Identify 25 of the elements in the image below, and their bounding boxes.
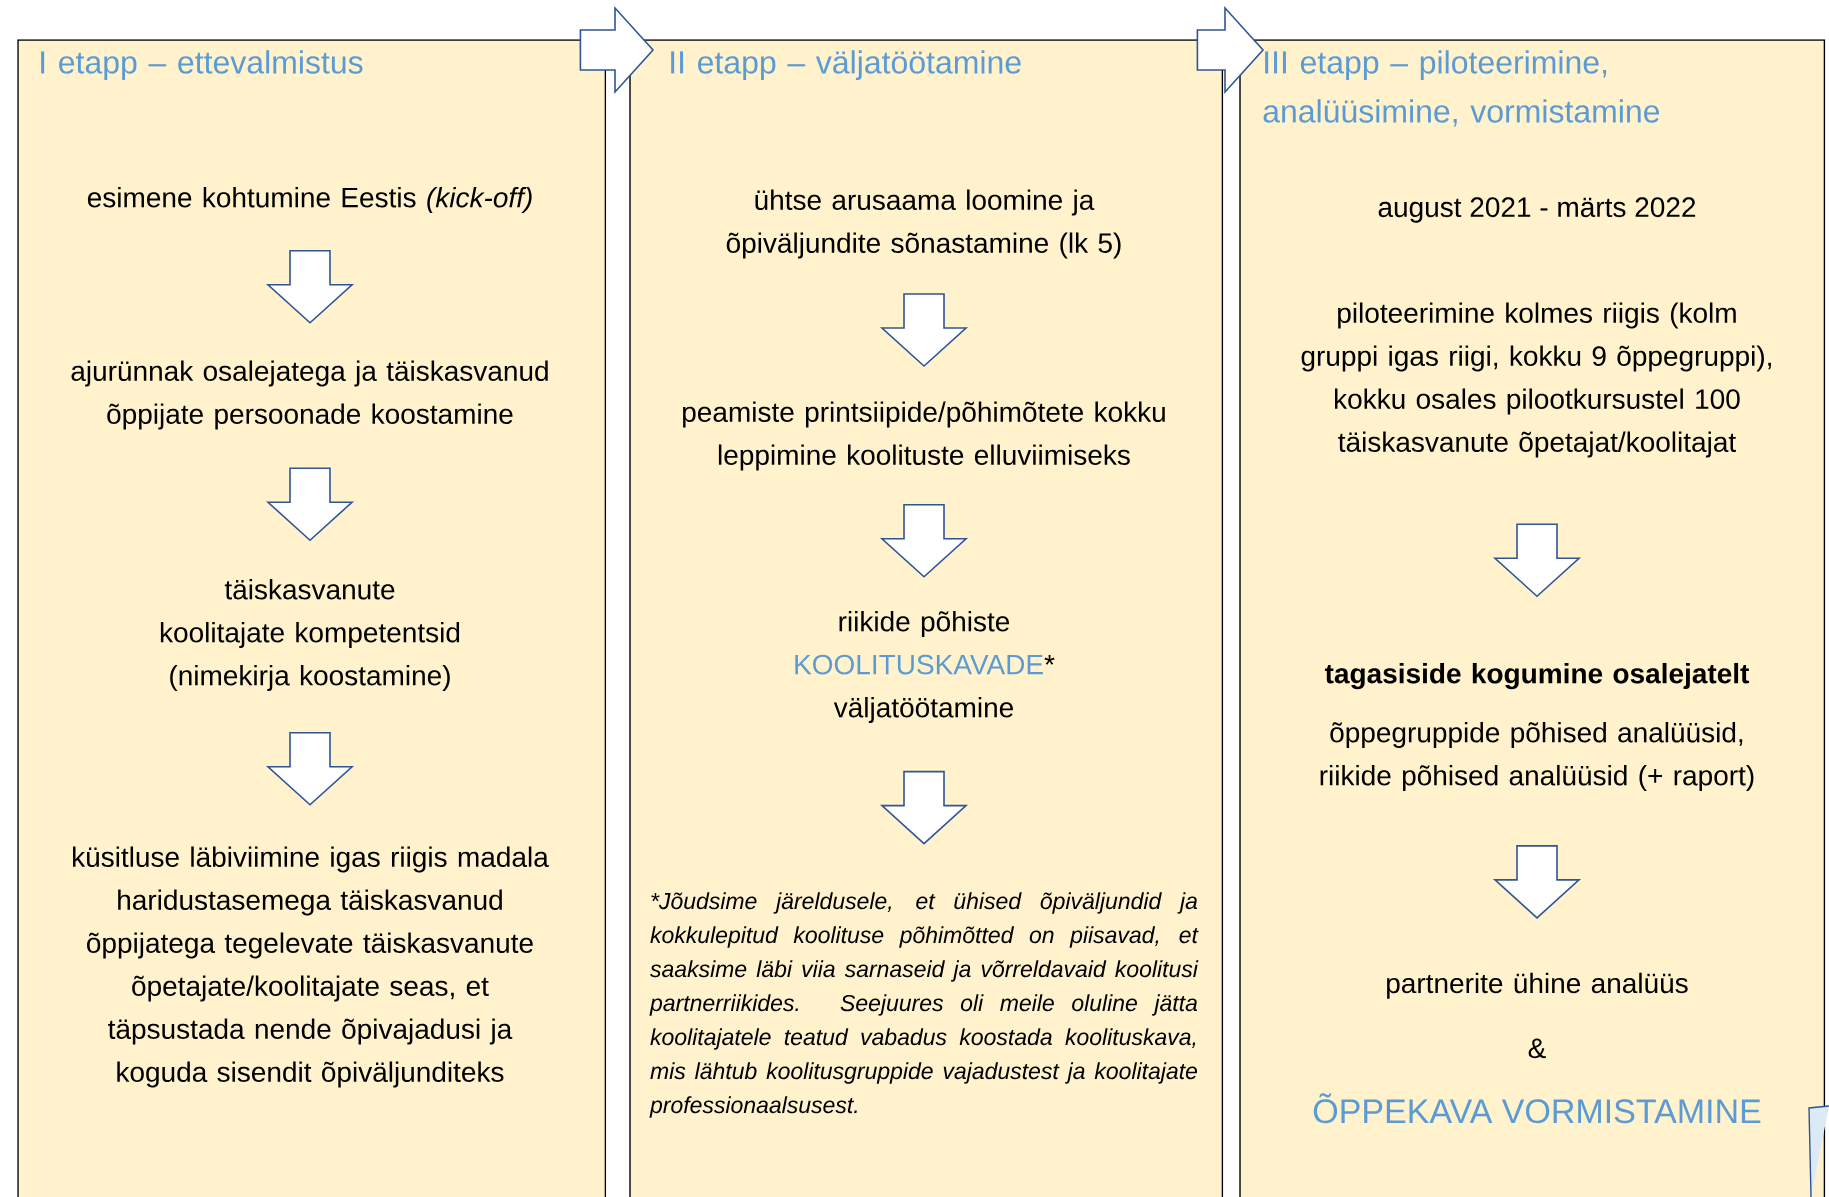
step-text: ajurünnak osalejatega ja täiskasvanud õppijate persoonade koostamine [71, 360, 548, 430]
block-arrow [265, 731, 355, 806]
panel-heading: III etapp – piloteerimine, analüüsimine, vormistamine [1263, 50, 1660, 127]
block-arrow [879, 293, 969, 368]
step-text: partnerite ühine analüüs & ÕPPEKAVA VORMISTAMINE [1313, 972, 1761, 1124]
step-text: peamiste printsiipide/põhimõtete kokku leppimine koolituste elluviimiseks [683, 401, 1165, 471]
step-text: piloteerimine kolmes riigis (kolm gruppi igas riigi, kokku 9 õppegruppi), kokku osales pilootkursustel 100 täiskasvanute õpetajat/koolitajat [1301, 302, 1771, 458]
step-text: tagasiside kogumine osalejatelt õppegruppide põhised analüüsid, riikide põhised analüüsid (+ raport) [1320, 662, 1754, 792]
block-arrow [579, 5, 655, 95]
block-arrow [265, 467, 355, 542]
block-arrow [879, 503, 969, 578]
step-text: ühtse arusaama loomine ja õpiväljundite sõnastamine (lk 5) [726, 189, 1121, 259]
block-arrow [265, 249, 355, 324]
panel-heading: II etapp – väljatöötamine [671, 50, 1021, 80]
footnote-text: *Jõudsime järeldusele, et ühised õpiväljundid ja kokkulepitud koolituse põhimõtted on piisavad, et saaksime läbi viia sarnaseid ja võrreldavaid koolitusi partnerriikides. Seejuures oli meile oluline jätta koolitajatele teatud vabadus koostada koolituskava, mis lähtub koolitusgruppide vajadustest ja koolitajate professionaalsusest. [649, 892, 1199, 1118]
block-arrow [1196, 5, 1265, 95]
step-text: esimene kohtumine Eestis (kick-off) [87, 186, 532, 214]
block-arrow [1492, 523, 1582, 598]
block-arrow [1492, 845, 1582, 919]
date-text: august 2021 - märts 2022 [1378, 197, 1696, 223]
step-text: küsitluse läbiviimine igas riigis madala haridustasemega täiskasvanud õppijatega tegelevate täiskasvanute õpetajate/koolitajate seas, et täpsustada nende õpivajadusi ja koguda sisendit õpiväljunditeks [73, 846, 549, 1088]
block-arrow [879, 770, 969, 845]
step-text: täiskasvanute koolitajate kompetentsid (nimekirja koostamine) [160, 578, 460, 692]
panel-heading: I etapp – ettevalmistus [41, 50, 363, 80]
step-text: riikide põhiste KOOLITUSKAVADE* väljatöötamine [795, 610, 1055, 724]
